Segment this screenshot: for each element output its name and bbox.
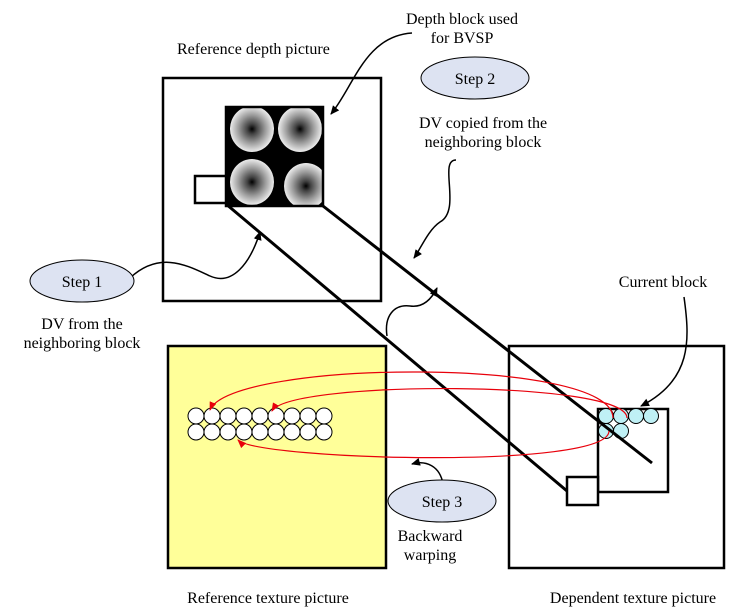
backward-warping-arrows	[209, 371, 628, 459]
depth-neighbor-block	[193, 174, 228, 205]
dependent-texture-picture-frame	[507, 344, 726, 570]
depth-block	[224, 105, 325, 208]
step2-label: Step 2	[455, 71, 495, 88]
dv-line-copied	[322, 204, 653, 465]
dependent-texture-picture-label: Dependent texture picture	[550, 590, 716, 607]
current-block-callout-arrow	[640, 296, 688, 407]
step1-label: Step 1	[62, 274, 102, 291]
dv-from-label-line1: DV from the	[41, 316, 122, 333]
depth-block-label-line1: Depth block used	[406, 11, 518, 28]
dv-copied-label-line1: DV copied from the	[419, 115, 547, 132]
dv-line-from-neighbor	[225, 202, 568, 493]
reference-texture-picture-frame	[166, 344, 388, 570]
step1-ellipse: Step 1	[29, 259, 135, 303]
step1-callout-arrow	[129, 231, 262, 280]
step3-label: Step 3	[422, 494, 462, 511]
reference-texture-picture-label: Reference texture picture	[187, 590, 349, 607]
current-block-label: Current block	[619, 274, 707, 291]
step3-ellipse: Step 3	[387, 479, 497, 523]
reference-texture-pixels	[187, 407, 333, 441]
depth-block-callout-arrow	[330, 32, 413, 115]
depth-block-label-line2: for BVSP	[431, 30, 494, 47]
step2-ellipse: Step 2	[420, 56, 530, 100]
backward-warping-label-line2: warping	[404, 547, 456, 564]
dv-copied-callout-arrow	[413, 159, 457, 259]
reference-depth-picture-label: Reference depth picture	[177, 41, 330, 58]
dv-copied-label-line2: neighboring block	[425, 134, 542, 151]
dv-mid-arrow	[385, 287, 438, 337]
callout-arrows	[129, 32, 688, 485]
backward-warping-label-line1: Backward	[398, 528, 463, 545]
dependent-neighbor-block	[565, 475, 600, 507]
dv-from-label-line2: neighboring block	[24, 335, 141, 352]
